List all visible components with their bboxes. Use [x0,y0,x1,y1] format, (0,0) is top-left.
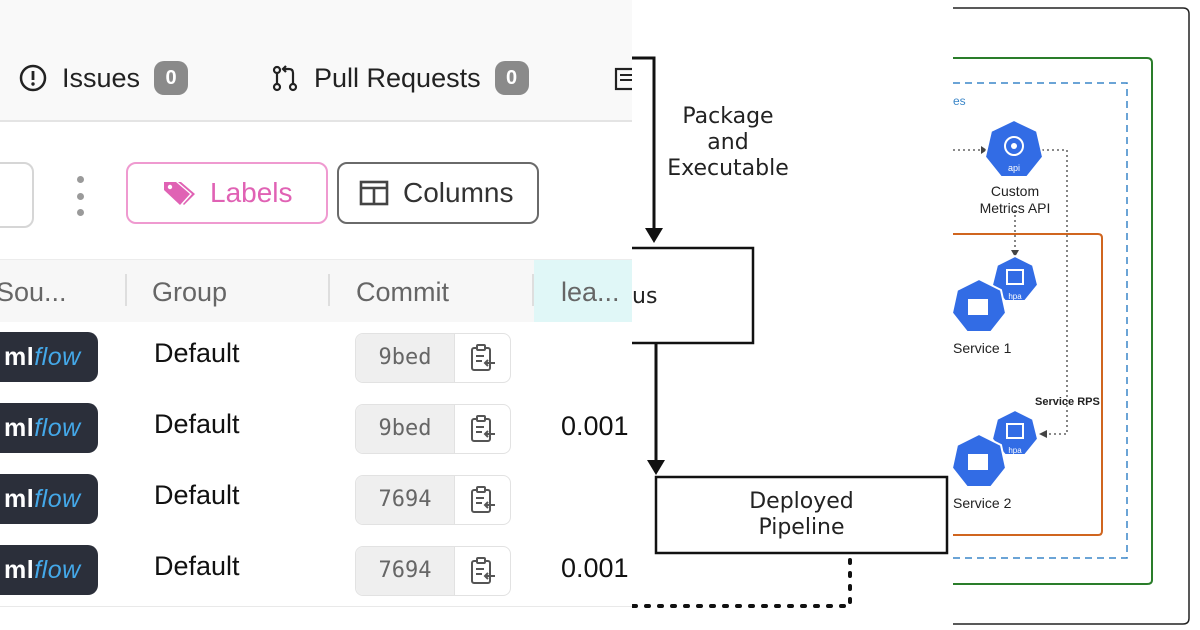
highlighted-column-header-bg [534,260,632,322]
deployed-pipeline-label: Deployed Pipeline [749,489,854,540]
columns-icon [359,179,389,207]
metric-cell: 0.001 [561,553,629,583]
pull-requests-tab[interactable]: Pull Requests 0 [270,58,529,98]
group-cell: Default [154,338,240,368]
hpa-icon-label: hpa [1008,292,1022,301]
services-border [953,233,1103,536]
table-toolbar: Labels Columns [0,122,632,260]
pull-requests-label: Pull Requests [314,62,481,93]
table-row[interactable]: mlflow Default 7694 [0,464,632,536]
outer-frame [953,7,1190,625]
labels-button[interactable]: Labels [126,162,328,224]
service-icon [953,277,1008,333]
table-row[interactable]: mlflow Default 9bed 0.001 [0,393,632,465]
table-row[interactable]: mlflow Default 9bed [0,322,632,394]
mlflow-logo[interactable]: mlflow [0,332,98,382]
table-header: Sou... Group Commit lea... [0,259,632,324]
arrowhead-api-in [981,146,987,154]
api-icon [983,118,1045,178]
tag-icon [162,178,196,208]
deployed-pipeline-box [654,475,949,555]
service-2-label: Service 2 [953,495,1012,511]
table-row[interactable]: mlflow Default 7694 0.001 [0,535,632,607]
issues-label: Issues [62,62,141,93]
column-divider[interactable] [125,274,127,306]
column-divider[interactable] [328,274,330,306]
issues-icon [18,63,48,93]
repo-nav-bar: Issues 0 Pull Requests 0 [0,0,632,122]
commit-cell: 9bed [355,333,511,383]
labels-button-label: Labels [210,177,293,208]
column-header-source[interactable]: Sou... [0,277,67,307]
hpa-icon-label: hpa [1008,446,1022,455]
commit-hash[interactable]: 7694 [356,476,454,524]
api-icon-label: api [1007,163,1020,173]
more-tab[interactable] [614,58,632,98]
commit-cell: 7694 [355,546,511,596]
hpa-icon [990,254,1040,302]
service-1-label: Service 1 [953,340,1012,356]
mlflow-logo[interactable]: mlflow [0,474,98,524]
arrowhead-rps [1039,430,1047,438]
group-cell: Default [154,480,240,510]
pipeline-diagram: Package and Executable us Deployed Pipel… [632,0,953,630]
service-icon [953,432,1008,488]
column-header-commit[interactable]: Commit [356,277,449,307]
dotted-connector-rps [1037,149,1068,435]
arrowhead-top [645,228,663,243]
copy-icon[interactable] [454,405,510,453]
arrowhead-mid [647,460,665,475]
search-input[interactable] [0,162,34,228]
experiment-table-panel: Issues 0 Pull Requests 0 Labels [0,0,632,607]
flow-arrow-top [632,56,656,232]
mlflow-logo[interactable]: mlflow [0,545,98,595]
commit-cell: 7694 [355,475,511,525]
group-cell: Default [154,409,240,439]
hpa-icon [990,408,1040,456]
columns-button-label: Columns [403,177,514,208]
service-rps-label: Service RPS [1035,396,1100,408]
mlflow-logo[interactable]: mlflow [0,403,98,453]
column-header-group[interactable]: Group [152,277,228,307]
k8s-autoscaling-diagram: es api Custom Metrics API hpa Service 1 … [953,0,1200,630]
commit-cell: 9bed [355,404,511,454]
commit-hash[interactable]: 7694 [356,547,454,595]
commit-hash[interactable]: 9bed [356,334,454,382]
stage-box [632,246,755,345]
stage-box-label: us [632,284,658,309]
k8s-diagram-shapes [953,7,1190,625]
pipeline-connectors [632,56,949,608]
copy-icon[interactable] [454,334,510,382]
columns-button[interactable]: Columns [337,162,539,224]
namespace-border [953,82,1128,559]
column-divider[interactable] [532,274,534,306]
namespace-label: es [953,94,966,108]
commit-hash[interactable]: 9bed [356,405,454,453]
copy-icon[interactable] [454,476,510,524]
package-executable-label: Package and Executable [667,104,789,181]
metric-cell: 0.001 [561,411,629,441]
cluster-border [953,57,1153,585]
copy-icon[interactable] [454,547,510,595]
pull-request-icon [270,63,300,93]
issues-count-badge: 0 [154,61,189,95]
custom-metrics-api-label: Custom Metrics API [979,183,1051,216]
book-icon [614,63,632,93]
arrowhead-api-hpa [1011,250,1019,257]
dotted-connector [632,558,852,608]
issues-tab[interactable]: Issues 0 [18,58,189,98]
pull-requests-count-badge: 0 [494,61,529,95]
more-options-icon[interactable] [73,176,87,216]
group-cell: Default [154,551,240,581]
column-header-metric[interactable]: lea... [561,277,620,307]
